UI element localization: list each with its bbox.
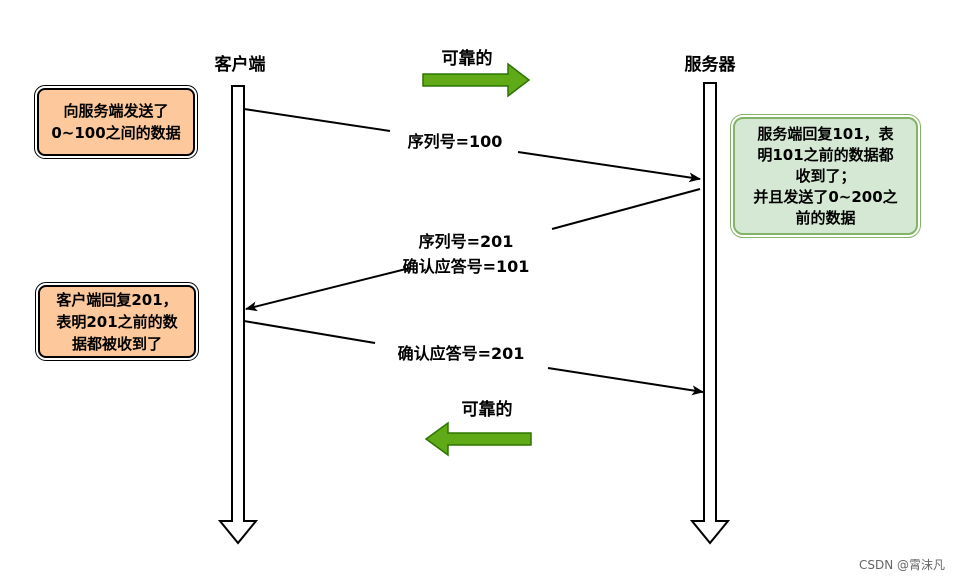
note-client-reply: 客户端回复201， 表明201之前的数 据都被收到了	[35, 282, 199, 361]
message-arrow-3	[243, 320, 376, 344]
client-title: 客户端	[214, 54, 266, 75]
server-lifeline	[689, 82, 731, 545]
message-label-2-line2: 确认应答号=101	[403, 257, 530, 276]
message-arrow-1	[243, 108, 391, 132]
reliable-arrow-left	[424, 421, 532, 457]
message-label-2-line1: 序列号=201	[419, 232, 514, 251]
message-arrow-2-end	[245, 267, 411, 312]
server-title: 服务器	[685, 54, 737, 75]
note-server-reply: 服务端回复101，表 明101之前的数据都 收到了； 并且发送了0~200之 前…	[730, 114, 921, 238]
reliable-label-bottom: 可靠的	[462, 399, 513, 420]
message-label-1: 序列号=100	[408, 132, 503, 151]
watermark: CSDN @霄沫凡	[858, 558, 945, 572]
message-label-3: 确认应答号=201	[398, 344, 525, 363]
note-client-send: 向服务端发送了 0~100之间的数据	[34, 85, 198, 159]
message-arrow-3-end	[547, 367, 704, 396]
message-arrow-2	[551, 188, 701, 230]
reliable-label-top: 可靠的	[442, 48, 493, 69]
message-arrow-1-end	[517, 151, 701, 183]
reliable-arrow-right	[422, 62, 531, 98]
client-lifeline	[217, 85, 259, 545]
